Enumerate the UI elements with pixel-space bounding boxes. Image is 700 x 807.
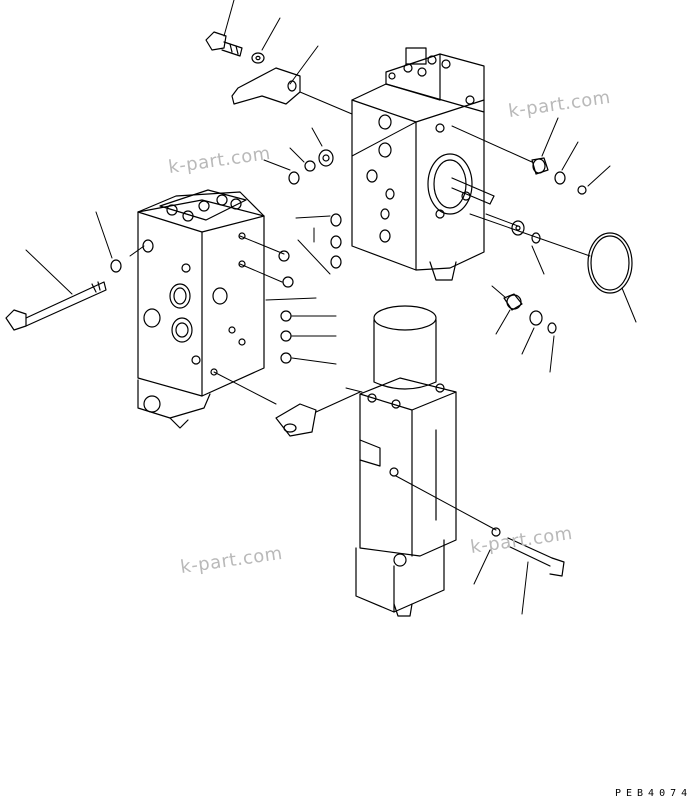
mid-washer-1 bbox=[305, 161, 315, 171]
seal-stack-lower bbox=[279, 251, 293, 363]
rear-plug-3 bbox=[504, 294, 522, 310]
rear-washer-1 bbox=[555, 172, 565, 184]
seal-stack-upper bbox=[331, 214, 341, 268]
front-valve-block bbox=[138, 190, 264, 428]
mid-small-ring-1 bbox=[289, 172, 299, 184]
rear-plug-1 bbox=[532, 158, 548, 174]
drawing-code: PEB4074 bbox=[615, 788, 693, 799]
long-tie-bolt bbox=[6, 282, 106, 330]
solenoid-bolt bbox=[508, 538, 564, 576]
rear-valve-block bbox=[352, 48, 484, 280]
rear-small-ring-1 bbox=[578, 186, 586, 194]
top-washer bbox=[252, 53, 264, 63]
rear-plug-2 bbox=[512, 221, 524, 235]
leader-lines bbox=[26, 0, 636, 614]
spool-rod bbox=[452, 178, 494, 204]
mid-plug-1 bbox=[319, 150, 333, 166]
solenoid-washer bbox=[492, 528, 500, 536]
rear-washer-3 bbox=[530, 311, 542, 325]
top-bolt bbox=[206, 32, 242, 56]
solenoid-coil bbox=[374, 306, 436, 389]
solenoid-body bbox=[356, 378, 456, 616]
mounting-bracket bbox=[232, 68, 300, 104]
connector-plug bbox=[276, 392, 360, 436]
tie-bolt-washer bbox=[111, 260, 121, 272]
rear-small-ring-3 bbox=[548, 323, 556, 333]
large-o-ring bbox=[588, 233, 632, 293]
